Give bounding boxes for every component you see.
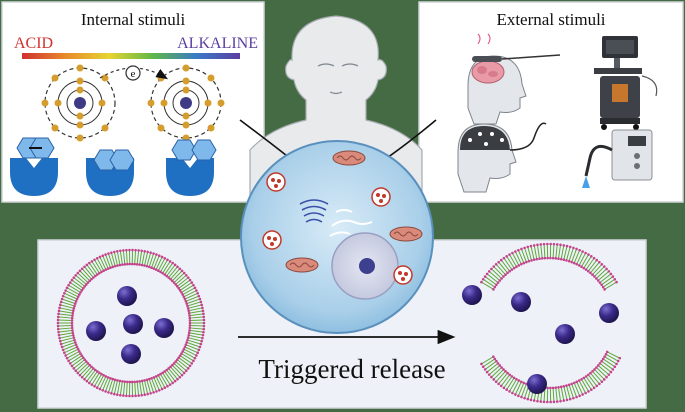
- ruptured-liposome-icon: [480, 242, 622, 404]
- triggered-release-caption: Triggered release: [258, 354, 445, 384]
- redox-atom-left-icon: [41, 64, 116, 142]
- receptor-binding-icon-2: [86, 149, 135, 196]
- nanoparticle: [462, 285, 482, 305]
- eeg-cap-head-icon: [457, 122, 547, 193]
- nanoparticle: [117, 286, 137, 306]
- mitochondrion: [332, 150, 366, 166]
- internal-stimuli-title: Internal stimuli: [81, 10, 186, 29]
- endoplasmic-reticulum: [329, 209, 373, 237]
- light-source-device-icon: [582, 129, 653, 188]
- vesicle: [262, 230, 282, 250]
- acid-label: ACID: [14, 35, 53, 52]
- receptor-binding-icon-1: [10, 137, 58, 196]
- external-stimuli-title: External stimuli: [496, 10, 605, 29]
- ph-gradient-bar: [22, 53, 240, 59]
- mitochondrion: [285, 257, 319, 273]
- encapsulated-nanoparticles: [86, 286, 174, 364]
- nanoparticle: [154, 318, 174, 338]
- nanoparticle: [599, 303, 619, 323]
- receptor-binding-icon-3: [166, 139, 217, 196]
- nanoparticle: [123, 314, 143, 334]
- nanoparticle: [121, 344, 141, 364]
- nanoparticle: [86, 321, 106, 341]
- intact-liposome-icon: [56, 248, 206, 398]
- nanoparticle: [511, 292, 531, 312]
- cell-icon: [240, 140, 434, 334]
- nanoparticle: [527, 374, 547, 394]
- electron-icon: [125, 65, 141, 81]
- magnetic-stimulation-head-icon: [467, 33, 561, 125]
- nanoparticle: [555, 324, 575, 344]
- vesicle: [371, 187, 391, 207]
- electron-transfer-arrow: [99, 67, 169, 80]
- mitochondrion: [389, 226, 423, 242]
- ultrasound-machine-icon: [594, 36, 658, 130]
- electron-label: e: [131, 68, 136, 80]
- internal-stimuli-panel: Internal stimuli ACID ALKALINE: [1, 1, 265, 203]
- vesicle: [393, 265, 413, 285]
- released-nanoparticles: [462, 285, 619, 394]
- alkaline-label: ALKALINE: [177, 35, 258, 52]
- vesicle: [266, 172, 286, 192]
- external-stimuli-panel: External stimuli: [418, 1, 684, 203]
- golgi-apparatus: [299, 199, 329, 223]
